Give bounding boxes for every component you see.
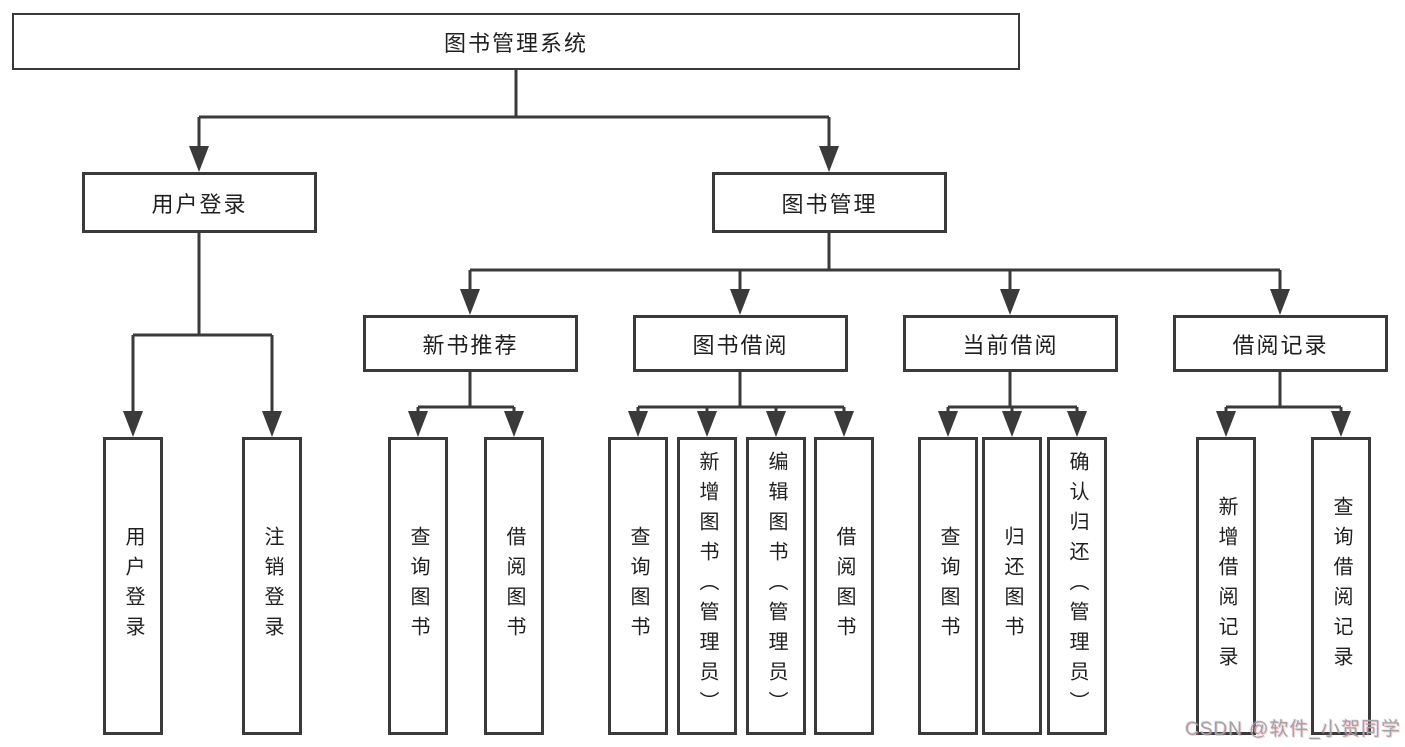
leaf-edit-book-admin-label: 编辑图书（管理员） (765, 451, 787, 721)
node-root: 图书管理系统 (12, 13, 1020, 70)
leaf-query-book-1: 查询图书 (388, 437, 448, 735)
arrow-head (938, 411, 958, 437)
node-book-borrow: 图书借阅 (633, 315, 848, 372)
leaf-borrow-book-1-label: 借阅图书 (503, 526, 525, 646)
leaf-user-login-label: 用户登录 (122, 526, 144, 646)
node-current-borrow: 当前借阅 (903, 315, 1118, 372)
node-book-management: 图书管理 (712, 172, 947, 233)
arrow-head (628, 411, 648, 437)
arrow-head (262, 411, 282, 437)
leaf-confirm-return-admin: 确认归还（管理员） (1047, 437, 1107, 735)
arrow-head (766, 411, 786, 437)
connector-bookmgmt-to-level3 (468, 233, 1282, 291)
leaf-confirm-return-admin-label: 确认归还（管理员） (1066, 451, 1088, 721)
connector-newbook-to-leaves (416, 372, 516, 413)
arrow-head (834, 411, 854, 437)
leaf-logout: 注销登录 (242, 437, 302, 735)
connector-userlogin-to-leaves (131, 233, 274, 413)
leaf-add-book-admin-label: 新增图书（管理员） (696, 451, 718, 721)
leaf-user-login: 用户登录 (103, 437, 163, 735)
watermark-text: CSDN @软件_小贺同学 (1185, 719, 1401, 740)
arrow-head (123, 411, 143, 437)
arrow-head (1331, 411, 1351, 437)
arrow-head (697, 411, 717, 437)
arrow-head (819, 146, 839, 172)
connector-currentborrow-to-leaves (946, 372, 1079, 413)
leaf-query-book-1-label: 查询图书 (407, 526, 429, 646)
node-book-management-label: 图书管理 (781, 191, 878, 217)
arrow-head (408, 411, 428, 437)
leaf-add-borrow-record: 新增借阅记录 (1196, 437, 1256, 735)
leaf-edit-book-admin: 编辑图书（管理员） (746, 437, 806, 735)
leaf-add-book-admin: 新增图书（管理员） (677, 437, 737, 735)
arrow-head (730, 289, 750, 315)
leaf-return-book-label: 归还图书 (1001, 526, 1023, 646)
leaf-return-book: 归还图书 (982, 437, 1042, 735)
connector-borrowrecord-to-leaves (1224, 372, 1343, 413)
node-borrow-record: 借阅记录 (1173, 315, 1388, 372)
leaf-query-borrow-record-label: 查询借阅记录 (1330, 496, 1352, 676)
node-new-book-recommend-label: 新书推荐 (422, 332, 519, 358)
leaf-logout-label: 注销登录 (261, 526, 283, 646)
leaf-query-book-3: 查询图书 (918, 437, 978, 735)
arrow-head (1270, 289, 1290, 315)
leaf-query-book-3-label: 查询图书 (937, 526, 959, 646)
arrow-head (1002, 411, 1022, 437)
arrow-head (460, 289, 480, 315)
node-user-login: 用户登录 (82, 172, 317, 233)
leaf-query-borrow-record: 查询借阅记录 (1311, 437, 1371, 735)
node-new-book-recommend: 新书推荐 (363, 315, 578, 372)
arrow-head (504, 411, 524, 437)
node-borrow-record-label: 借阅记录 (1232, 332, 1329, 358)
arrow-head (1000, 289, 1020, 315)
leaf-query-book-2-label: 查询图书 (627, 526, 649, 646)
connector-root-to-level2 (197, 70, 831, 148)
arrow-head (1216, 411, 1236, 437)
node-user-login-label: 用户登录 (151, 191, 248, 217)
arrow-head (1067, 411, 1087, 437)
arrow-heads (123, 146, 1351, 437)
leaf-add-borrow-record-label: 新增借阅记录 (1215, 496, 1237, 676)
connector-bookborrow-to-leaves (636, 372, 846, 413)
leaf-borrow-book-2: 借阅图书 (814, 437, 874, 735)
leaf-borrow-book-2-label: 借阅图书 (833, 526, 855, 646)
leaf-borrow-book-1: 借阅图书 (484, 437, 544, 735)
node-root-label: 图书管理系统 (443, 30, 588, 56)
leaf-query-book-2: 查询图书 (608, 437, 668, 735)
node-book-borrow-label: 图书借阅 (692, 332, 789, 358)
arrow-head (189, 146, 209, 172)
node-current-borrow-label: 当前借阅 (962, 332, 1059, 358)
